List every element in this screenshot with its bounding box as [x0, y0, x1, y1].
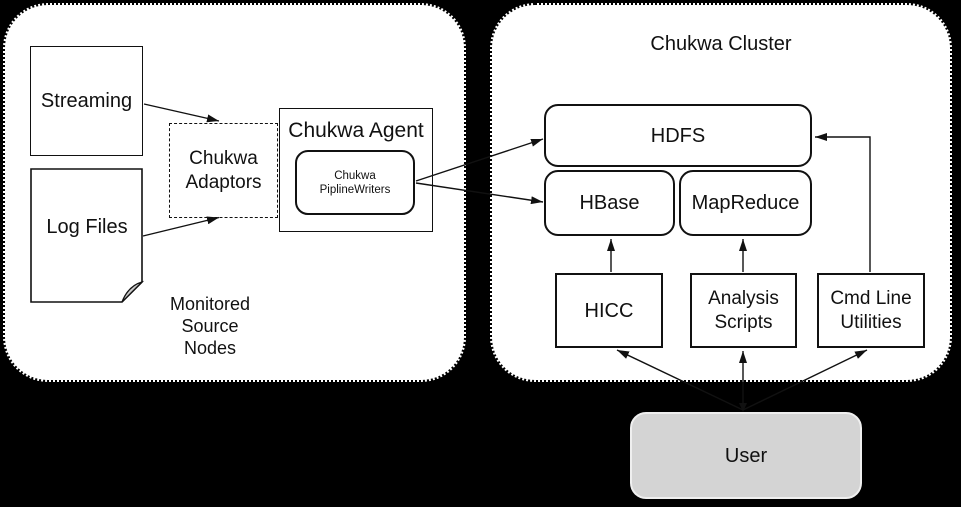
cmdline-utilities-node: Cmd Line Utilities [817, 273, 925, 348]
pipeline-writers-node: Chukwa PiplineWriters [295, 150, 415, 215]
log-files-node: Log Files [46, 215, 128, 238]
streaming-node: Streaming [30, 46, 143, 156]
chukwa-agent-label: Chukwa Agent [288, 119, 424, 142]
monitored-source-nodes-caption: Monitored Source Nodes [169, 294, 251, 358]
chukwa-adaptors-node: Chukwa Adaptors [169, 123, 278, 218]
hdfs-node: HDFS [544, 104, 812, 167]
mapreduce-node: MapReduce [679, 170, 812, 236]
analysis-scripts-node: Analysis Scripts [690, 273, 797, 348]
chukwa-cluster-title: Chukwa Cluster [650, 33, 792, 55]
log-files-document-icon [30, 168, 145, 303]
folded-corner [121, 280, 145, 303]
hicc-node: HICC [555, 273, 663, 348]
arrowhead-into-user [739, 403, 747, 412]
user-node: User [630, 412, 862, 499]
hbase-node: HBase [544, 170, 675, 236]
